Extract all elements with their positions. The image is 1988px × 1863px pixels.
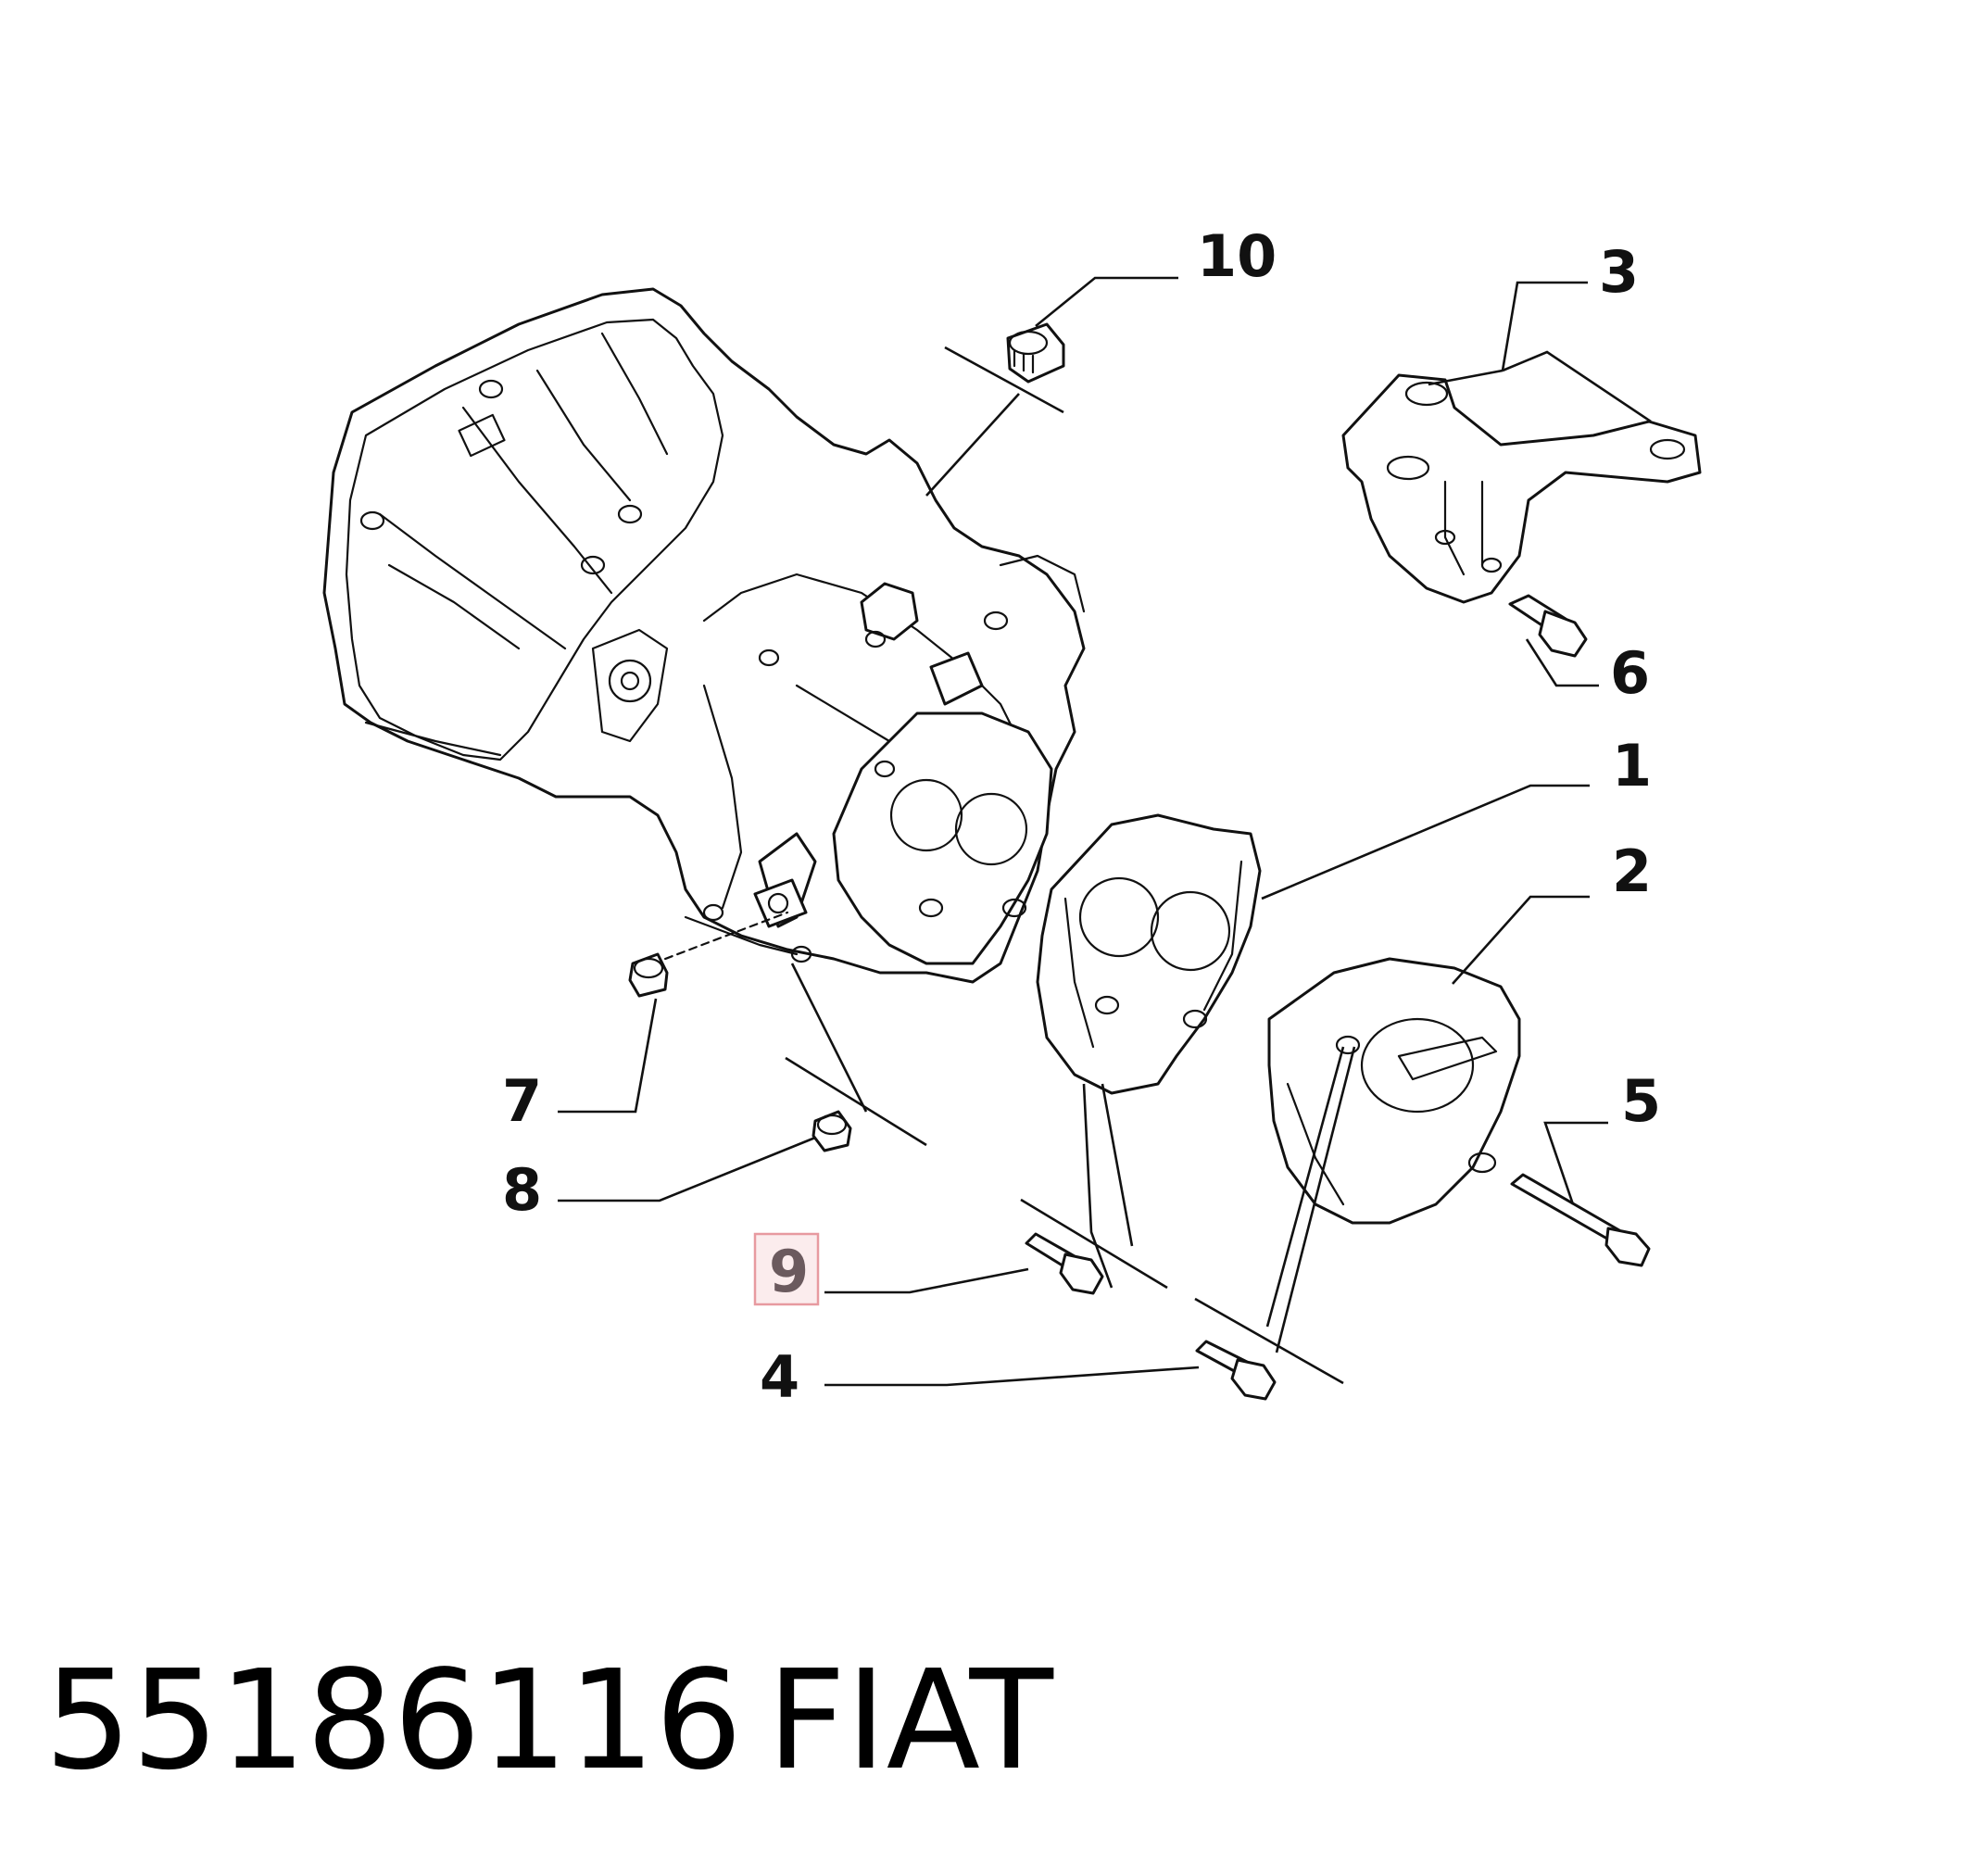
callout-6: 6 [1610, 639, 1650, 707]
bracket-part-3 [1341, 373, 1702, 604]
callout-4: 4 [760, 1343, 799, 1411]
leader-lines [558, 276, 1652, 1387]
cover-plate-part-1 [1036, 813, 1262, 1095]
axis-line [651, 911, 789, 965]
callout-7: 7 [502, 1067, 542, 1135]
bolt-part-4 [1195, 1340, 1277, 1401]
bolt-part-6 [1508, 594, 1588, 658]
bolt-part-9 [1025, 1232, 1104, 1295]
part-number: 55186116 [44, 1641, 742, 1800]
plug-part-10 [1006, 322, 1065, 384]
end-cover-part-2 [1267, 957, 1521, 1225]
plug-part-7 [628, 952, 669, 998]
callout-5: 5 [1621, 1067, 1661, 1135]
callout-3: 3 [1599, 238, 1639, 306]
callout-9-highlight-box [753, 1232, 820, 1306]
callout-8: 8 [502, 1156, 542, 1224]
gearbox-housing [322, 287, 1086, 984]
callout-labels: 10 3 6 1 2 5 7 8 4 9 [502, 222, 1661, 1411]
long-bolt-part-5 [1510, 1173, 1651, 1267]
brand-name: FIAT [767, 1641, 1054, 1800]
callout-10: 10 [1197, 222, 1277, 290]
plug-part-8 [812, 1110, 852, 1152]
callout-1: 1 [1612, 732, 1652, 799]
callout-2: 2 [1612, 837, 1652, 905]
callout-9: 9 [769, 1238, 809, 1305]
